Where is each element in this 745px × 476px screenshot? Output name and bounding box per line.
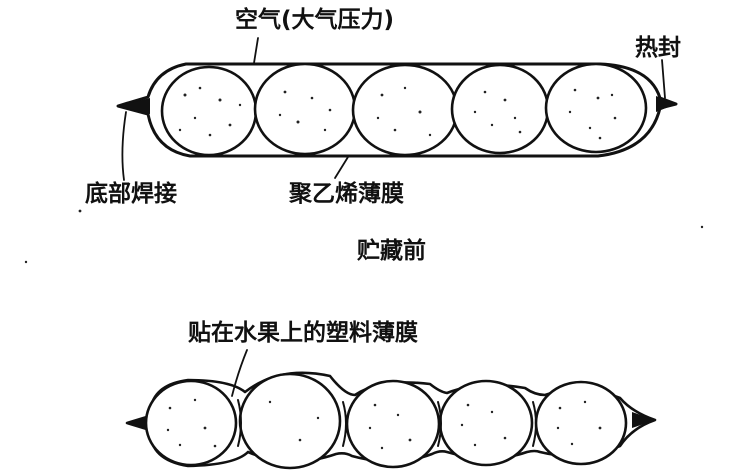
- bottom-weld-point-2: [127, 416, 150, 430]
- fruit: [345, 379, 441, 469]
- fruit-row-bottom: [144, 372, 628, 470]
- tight-film-outline: [125, 371, 657, 468]
- fruit: [351, 63, 459, 157]
- label-air: 空气(大气压力): [235, 6, 394, 33]
- fruit: [544, 62, 648, 154]
- speck: [24, 260, 28, 264]
- fruit-row-top: [160, 62, 648, 157]
- fruit: [238, 372, 342, 470]
- fruit-texture-top: [178, 86, 617, 140]
- heat-seal-point-2: [632, 412, 655, 428]
- fruit: [534, 380, 628, 466]
- fruit: [144, 379, 238, 467]
- label-before-storage: 贮藏前: [357, 237, 426, 264]
- label-heat-seal: 热封: [635, 35, 681, 61]
- film-fold: [437, 401, 442, 447]
- speck: [700, 225, 704, 229]
- label-polyethylene-film: 聚乙烯薄膜: [288, 180, 404, 207]
- label-plastic-film-on-fruit: 贴在水果上的塑料薄膜: [188, 319, 418, 346]
- label-bottom-weld: 底部焊接: [85, 180, 177, 207]
- fruit: [450, 63, 550, 155]
- fruit: [438, 379, 534, 467]
- leader-bottom-weld: [121, 111, 127, 181]
- film-fold: [237, 399, 242, 447]
- leader-film: [334, 156, 349, 179]
- leader-heat-seal: [661, 59, 666, 99]
- fruit: [160, 65, 258, 157]
- bottom-weld-point: [118, 98, 150, 114]
- fruit: [253, 62, 357, 156]
- leader-air: [253, 37, 259, 64]
- before-storage-package: [116, 37, 678, 181]
- after-storage-package: [125, 349, 657, 470]
- speck: [78, 209, 82, 213]
- film-fold: [342, 401, 347, 447]
- fruit-texture-bottom: [166, 398, 602, 450]
- film-fold: [532, 401, 537, 447]
- heat-seal-point: [656, 96, 676, 112]
- leader-plastic-film: [231, 349, 248, 397]
